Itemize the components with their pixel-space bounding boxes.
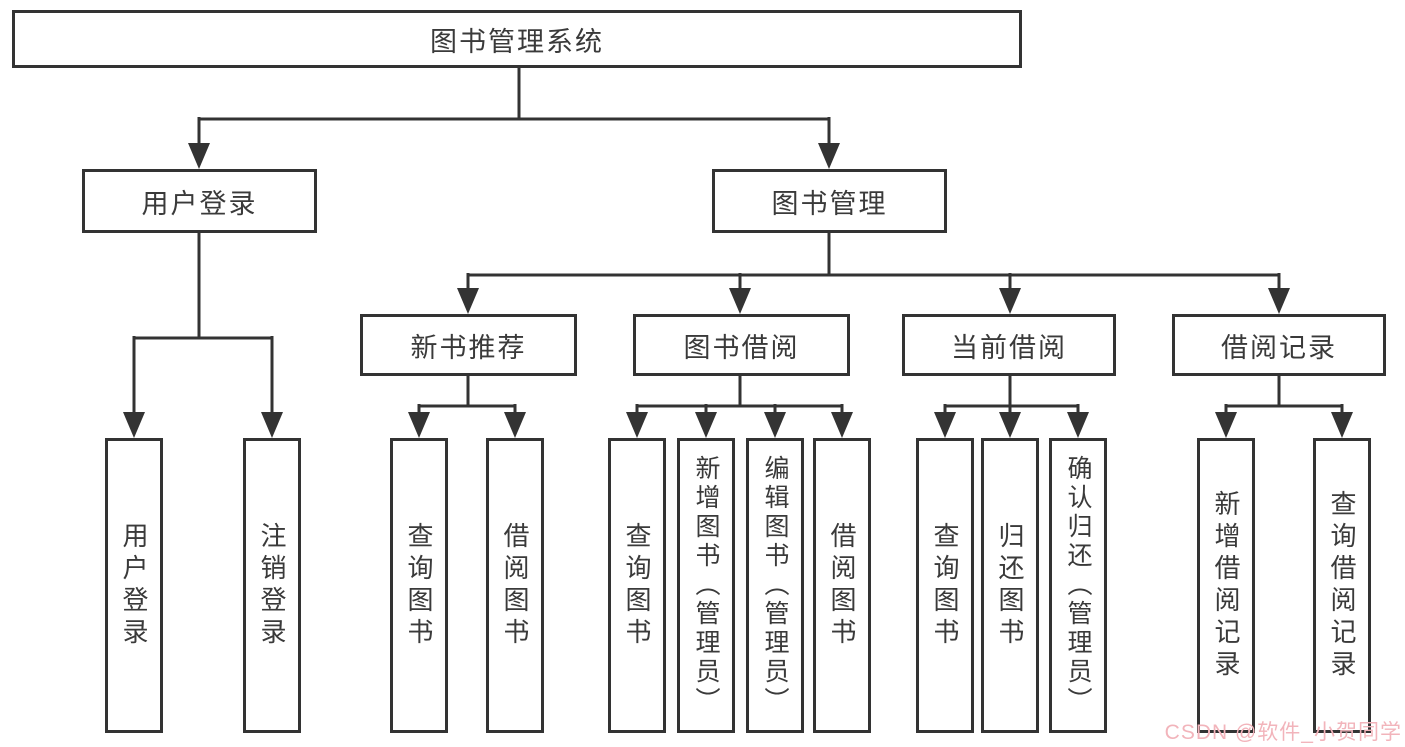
leaf-add-borrow-record: 新增借阅记录 xyxy=(1197,438,1255,733)
leaf-confirm-return-admin: 确认归还（管理员） xyxy=(1049,438,1107,733)
edges-root xyxy=(188,68,840,169)
leaf-query-books-new: 查询图书 xyxy=(390,438,448,733)
leaf-query-books-current: 查询图书 xyxy=(916,438,974,733)
leaf-logout: 注销登录 xyxy=(243,438,301,733)
edges-new-books xyxy=(408,376,526,438)
edges-borrow-records xyxy=(1215,376,1353,438)
leaf-edit-books-admin: 编辑图书（管理员） xyxy=(746,438,804,733)
node-root-system: 图书管理系统 xyxy=(12,10,1022,68)
node-user-login: 用户登录 xyxy=(82,169,317,233)
edges-user-login xyxy=(123,233,283,438)
leaf-borrow-books-borrow: 借阅图书 xyxy=(813,438,871,733)
leaf-query-borrow-record: 查询借阅记录 xyxy=(1313,438,1371,733)
leaf-query-books-borrow: 查询图书 xyxy=(608,438,666,733)
node-book-borrowing: 图书借阅 xyxy=(633,314,850,376)
leaf-user-login: 用户登录 xyxy=(105,438,163,733)
edges-current-borrow xyxy=(934,376,1089,438)
edges-book-borrow xyxy=(626,376,853,438)
node-new-book-recommend: 新书推荐 xyxy=(360,314,577,376)
leaf-borrow-books-new: 借阅图书 xyxy=(486,438,544,733)
node-borrowing-records: 借阅记录 xyxy=(1172,314,1386,376)
edges-book-mgmt xyxy=(457,233,1290,314)
node-book-management: 图书管理 xyxy=(712,169,947,233)
leaf-return-books: 归还图书 xyxy=(981,438,1039,733)
leaf-add-books-admin: 新增图书（管理员） xyxy=(677,438,735,733)
csdn-watermark: CSDN @软件_小贺同学 xyxy=(1164,721,1402,744)
node-current-borrowing: 当前借阅 xyxy=(902,314,1116,376)
